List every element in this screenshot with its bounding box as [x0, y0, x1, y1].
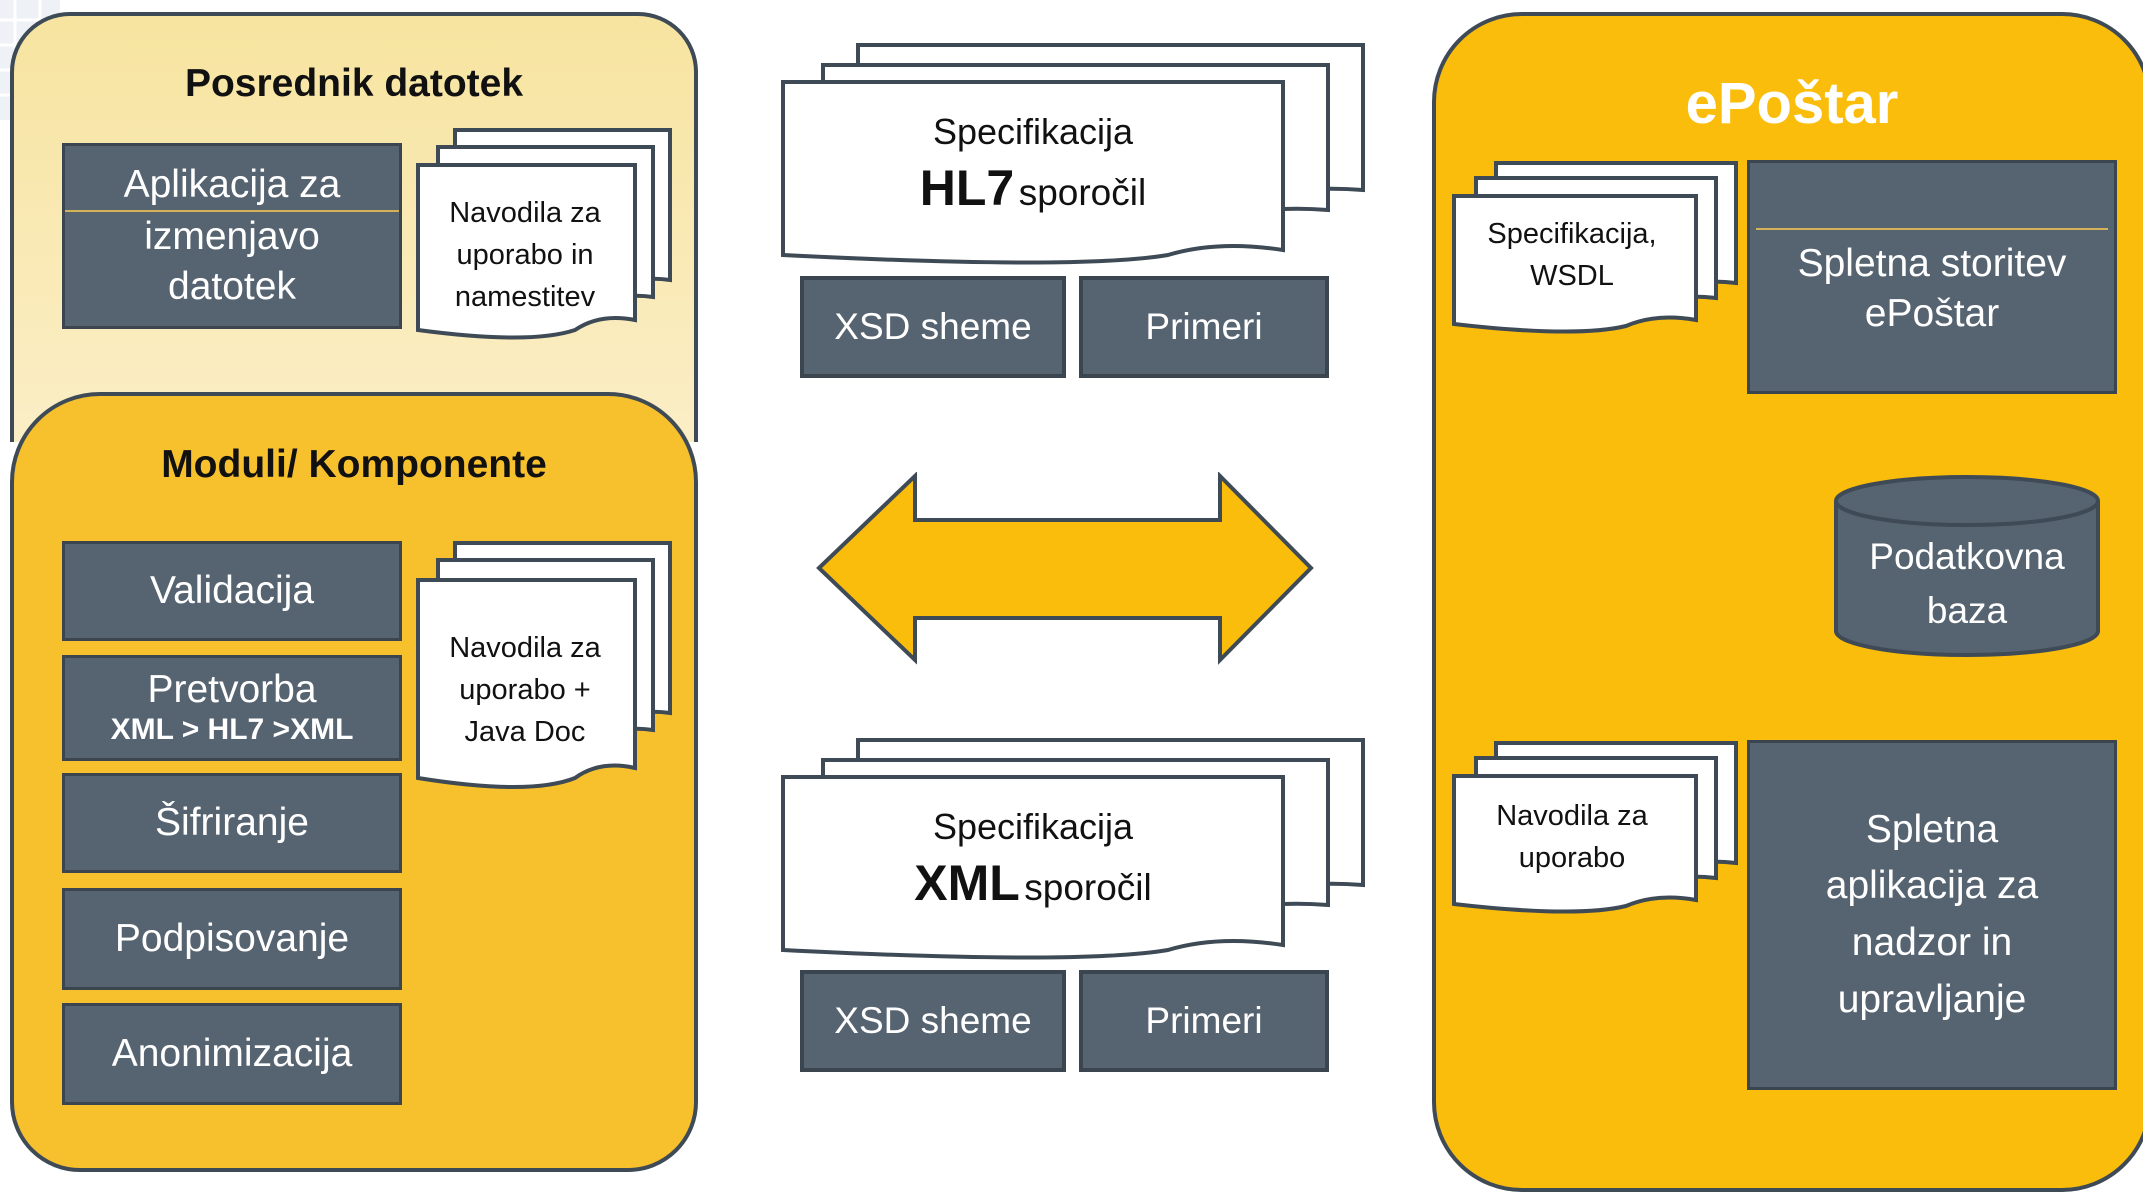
doc-line: namestitev [454, 281, 596, 314]
doc-line: uporabo [1518, 842, 1626, 874]
module-podpisovanje: Podpisovanje [62, 888, 402, 990]
spec-line: Specifikacija [932, 111, 1134, 153]
web-service-box: Spletna storitev ePoštar [1747, 160, 2117, 394]
doc-line: Java Doc [464, 716, 586, 749]
user-manual-doc-icon [1452, 741, 1738, 914]
installation-manual-doc-icon [416, 128, 672, 340]
xml-spec-doc-icon [781, 738, 1365, 960]
file-exchange-app-box: Aplikacija za izmenjavo datotek [62, 143, 402, 329]
xml-spec-text: Specifikacija XML sporočil [783, 790, 1283, 930]
hl7-spec-doc-icon [781, 43, 1365, 265]
doc-line: WSDL [1530, 260, 1614, 292]
xml-examples-button[interactable]: Primeri [1079, 970, 1329, 1072]
db-line: baza [1926, 589, 2008, 631]
module-label: Podpisovanje [114, 917, 350, 961]
app-box-line-1: Aplikacija za [123, 163, 341, 207]
installation-manual-doc-text: Navodila za uporabo in namestitev [420, 190, 630, 320]
double-arrow-icon [816, 472, 1314, 665]
app-box-line-3: datotek [168, 264, 296, 308]
app-box-line-2: izmenjavo [144, 215, 320, 259]
module-anonimizacija: Anonimizacija [62, 1003, 402, 1105]
xml-xsd-button[interactable]: XSD sheme [800, 970, 1066, 1072]
user-manual-text: Navodila za uporabo [1454, 782, 1690, 892]
app-line: Spletna [1865, 807, 1999, 851]
java-doc-manual-icon [416, 541, 672, 789]
doc-line: Navodila za [1496, 799, 1648, 832]
service-line: ePoštar [1864, 292, 2000, 335]
database-label: Podatkovna baza [1832, 530, 2102, 637]
module-label: Šifriranje [155, 801, 309, 845]
wsdl-spec-text: Specifikacija, WSDL [1454, 200, 1690, 310]
module-pretvorba: Pretvorba XML > HL7 >XML [62, 655, 402, 761]
wsdl-spec-doc-icon [1452, 161, 1738, 334]
doc-line: Navodila za [449, 196, 601, 229]
app-line: aplikacija za [1825, 864, 2039, 908]
module-label: Pretvorba [147, 668, 317, 712]
app-line: upravljanje [1837, 977, 2027, 1021]
service-line: Spletna storitev [1797, 242, 2067, 286]
button-label: Primeri [1145, 1000, 1263, 1041]
button-label: XSD sheme [834, 306, 1032, 347]
spec-format: XML [914, 854, 1020, 911]
doc-line: uporabo + [459, 673, 591, 706]
hl7-examples-button[interactable]: Primeri [1079, 276, 1329, 378]
java-doc-manual-text: Navodila za uporabo + Java Doc [420, 625, 630, 755]
app-line: nadzor in [1851, 921, 2013, 964]
button-label: Primeri [1145, 306, 1263, 347]
doc-line: Specifikacija, [1487, 217, 1657, 250]
spec-suffix: sporočil [1018, 171, 1147, 213]
spec-format: HL7 [919, 159, 1015, 216]
module-label: Validacija [149, 569, 315, 613]
spec-suffix: sporočil [1024, 866, 1152, 908]
admin-web-app-box: Spletna aplikacija za nadzor in upravlja… [1747, 740, 2117, 1090]
modules-title: Moduli/ Komponente [161, 443, 547, 486]
module-sublabel: XML > HL7 >XML [110, 713, 354, 747]
spec-line: Specifikacija [932, 806, 1134, 848]
hl7-xsd-button[interactable]: XSD sheme [800, 276, 1066, 378]
database-icon [1834, 475, 2100, 657]
doc-line: uporabo in [456, 238, 594, 271]
button-label: XSD sheme [834, 1000, 1032, 1041]
module-validacija: Validacija [62, 541, 402, 641]
module-label: Anonimizacija [111, 1032, 353, 1076]
hl7-spec-text: Specifikacija HL7 sporočil [783, 95, 1283, 235]
module-sifriranje: Šifriranje [62, 773, 402, 873]
db-line: Podatkovna [1869, 536, 2065, 577]
posrednik-title: Posrednik datotek [184, 62, 524, 105]
epostar-title: ePoštar [1685, 71, 1899, 136]
doc-line: Navodila za [449, 631, 601, 664]
